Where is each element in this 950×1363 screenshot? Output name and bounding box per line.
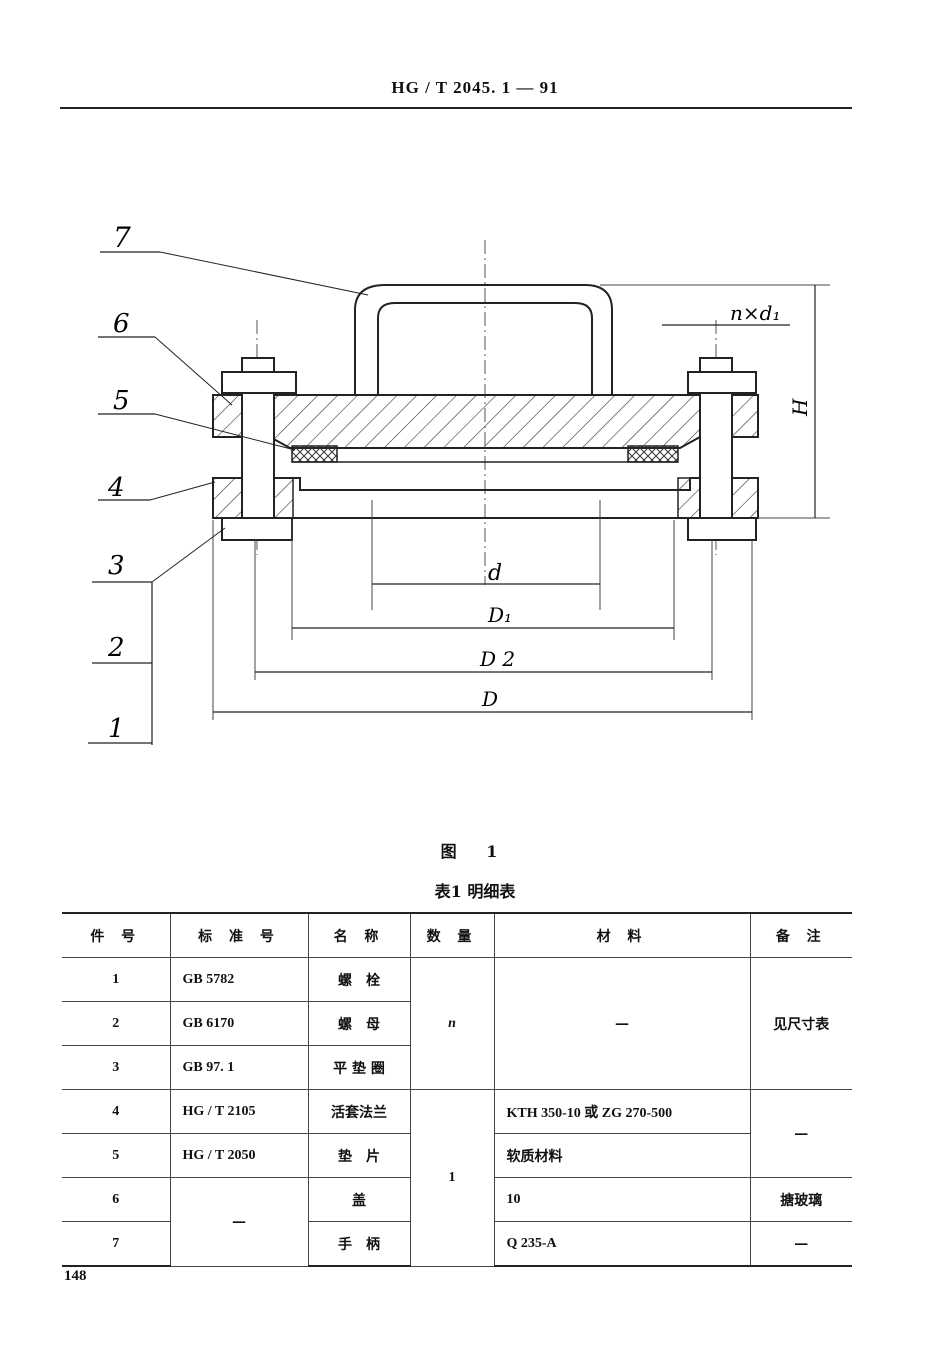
part-number-2: 2 <box>107 633 125 663</box>
standard-code-header: HG / T 2045. 1 — 91 <box>391 78 559 97</box>
cell-no: 7 <box>62 1221 170 1267</box>
cell-std: GB 6170 <box>169 1001 308 1046</box>
table-row: 5 HG / T 2050 垫 片 软质材料 <box>62 1133 852 1178</box>
cell-std: — <box>169 1177 308 1267</box>
cell-material: — <box>493 957 750 1090</box>
table-row: 3 GB 97. 1 平 垫 圈 <box>62 1045 852 1090</box>
dim-H-label: H <box>788 398 812 417</box>
page-number: 148 <box>64 1268 87 1284</box>
cell-name: 螺 栓 <box>307 957 410 1002</box>
cell-no: 5 <box>62 1133 170 1178</box>
cell-material: 软质材料 <box>493 1133 750 1178</box>
table-row: 1 GB 5782 螺 栓 n — 见尺寸表 <box>62 957 852 1090</box>
cell-qty: n <box>409 957 494 1090</box>
cell-std: GB 5782 <box>169 957 308 1002</box>
cell-remark: 搪玻璃 <box>749 1177 852 1222</box>
cell-name: 垫 片 <box>307 1133 410 1178</box>
dim-D-label: D <box>481 687 498 711</box>
cell-remark: — <box>749 1089 852 1178</box>
cell-name: 活套法兰 <box>307 1089 410 1134</box>
cell-std: GB 97. 1 <box>169 1045 308 1090</box>
col-header-standard: 标 准 号 <box>169 912 308 958</box>
cell-name: 平 垫 圈 <box>307 1045 410 1090</box>
cell-material: KTH 350-10 或 ZG 270-500 <box>493 1089 750 1134</box>
cell-no: 6 <box>62 1177 170 1222</box>
figure-caption: 图 1 <box>440 842 510 861</box>
table-row: 2 GB 6170 螺 母 <box>62 1001 852 1046</box>
cell-material: 10 <box>493 1177 750 1222</box>
dim-nxd1-label: n×d₁ <box>730 301 780 325</box>
table-header-row: 件 号 标 准 号 名 称 数 量 材 料 备 注 <box>62 912 852 958</box>
col-header-name: 名 称 <box>307 912 410 958</box>
dim-d-label: d <box>488 561 502 586</box>
table-row: 6 — 盖 10 搪玻璃 <box>62 1177 852 1267</box>
cell-name: 螺 母 <box>307 1001 410 1046</box>
col-header-no: 件 号 <box>62 912 170 958</box>
cell-remark: 见尺寸表 <box>749 957 852 1090</box>
cell-no: 4 <box>62 1089 170 1134</box>
assembly-drawing: H n×d₁ d D₁ D 2 D 7 6 5 4 3 2 1 <box>88 221 830 745</box>
dim-D2-label: D 2 <box>479 647 515 671</box>
col-header-material: 材 料 <box>493 912 750 958</box>
cell-std: HG / T 2050 <box>169 1133 308 1178</box>
part-number-4: 4 <box>107 473 125 503</box>
cell-no: 2 <box>62 1001 170 1046</box>
header-rule <box>60 107 852 109</box>
part-number-3: 3 <box>108 551 125 581</box>
table-row: 7 手 柄 Q 235-A — <box>62 1221 852 1267</box>
dim-D1-label: D₁ <box>487 603 512 627</box>
cell-remark: — <box>749 1221 852 1267</box>
cell-name: 盖 <box>307 1177 410 1222</box>
part-number-6: 6 <box>113 309 130 339</box>
parts-list-table: 件 号 标 准 号 名 称 数 量 材 料 备 注 1 GB 5782 螺 栓 … <box>62 912 852 1267</box>
cell-std: HG / T 2105 <box>169 1089 308 1134</box>
cell-name: 手 柄 <box>307 1221 410 1267</box>
cell-no: 3 <box>62 1045 170 1090</box>
col-header-qty: 数 量 <box>409 912 494 958</box>
col-header-remark: 备 注 <box>749 912 852 958</box>
part-number-5: 5 <box>113 386 130 416</box>
part-number-1: 1 <box>108 714 125 744</box>
cell-material: Q 235-A <box>493 1221 750 1267</box>
table-title: 表1 明细表 <box>434 882 516 901</box>
part-number-7: 7 <box>113 221 131 254</box>
cell-no: 1 <box>62 957 170 1002</box>
table-row: 4 HG / T 2105 活套法兰 1 KTH 350-10 或 ZG 270… <box>62 1089 852 1267</box>
cell-qty: 1 <box>409 1089 494 1267</box>
